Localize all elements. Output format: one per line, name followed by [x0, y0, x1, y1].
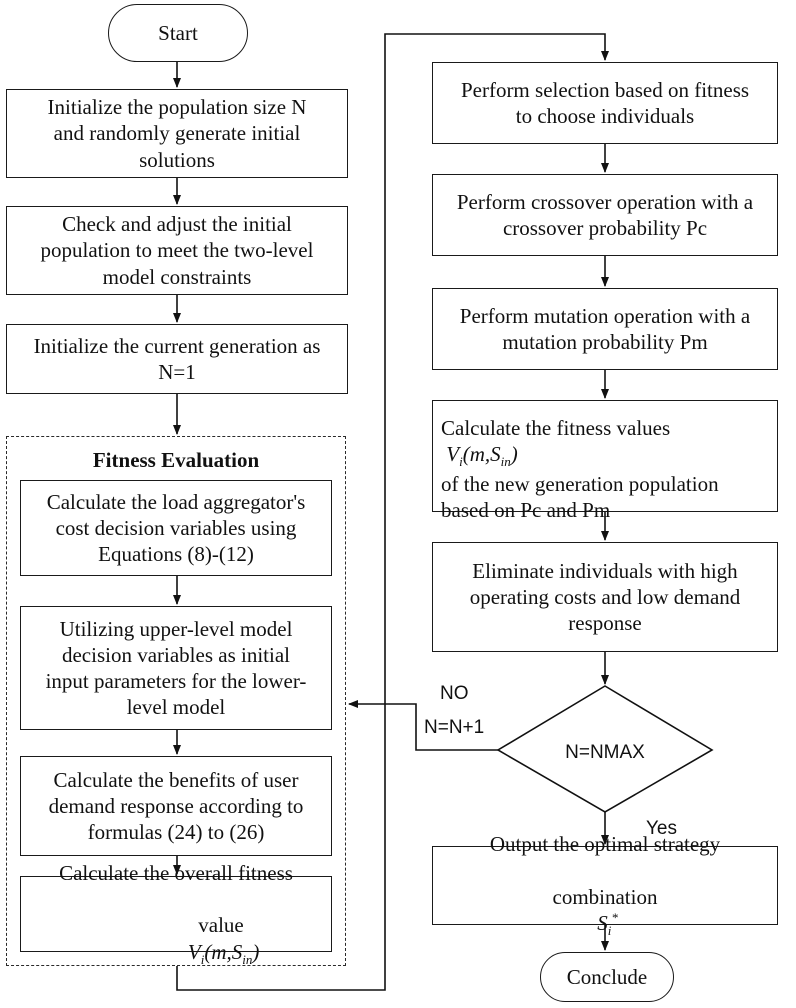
fitness-formula-2: Vi(m,Sin) — [441, 442, 518, 470]
optimal-strategy-symbol: Si* — [592, 910, 618, 939]
no-label: NO — [440, 683, 469, 704]
fitness-evaluation-title: Fitness Evaluation — [92, 448, 260, 472]
calc-values-line3: based on Pc and Pm — [441, 497, 611, 522]
selection-box: Perform selection based on fitness to ch… — [432, 62, 778, 144]
arrow-fitness-to-selection — [176, 33, 609, 991]
calc-values-line1: Calculate the fitness values — [441, 416, 671, 441]
output-line1: Output the optimal strategy — [489, 832, 721, 857]
conclude-terminal: Conclude — [540, 952, 674, 1002]
calc-overall-line2: value — [198, 913, 244, 938]
output-box: Output the optimal strategy combination … — [432, 832, 778, 938]
fitness-formula: Vi(m,Sin) — [182, 939, 260, 967]
yes-label: Yes — [646, 818, 677, 839]
output-line2: combination — [552, 884, 658, 909]
arrow-decision-loop-back — [348, 700, 498, 751]
decision-diamond — [496, 685, 714, 813]
eliminate-box: Eliminate individuals with high operatin… — [432, 542, 778, 652]
mutation-box: Perform mutation operation with a mutati… — [432, 288, 778, 370]
init-population-box: Initialize the population size N and ran… — [6, 89, 348, 178]
fitness-evaluation-group — [6, 436, 346, 966]
start-terminal: Start — [108, 4, 248, 62]
calc-overall-line2-wrap: value Vi(m,Sin) — [93, 886, 260, 968]
calc-overall-line1: Calculate the overall fitness — [59, 860, 293, 885]
output-line2-wrap: combination Si* — [553, 858, 658, 940]
calc-values-line2: of the new generation population — [441, 471, 719, 496]
calc-values-line1-wrap: Calculate the fitness values Vi(m,Sin) — [441, 389, 670, 471]
decision-label: N=NMAX — [565, 742, 645, 763]
check-adjust-box: Check and adjust the initial population … — [6, 206, 348, 295]
calc-benefits-box: Calculate the benefits of user demand re… — [20, 756, 332, 856]
upper-level-box: Utilizing upper-level model decision var… — [20, 606, 332, 730]
crossover-box: Perform crossover operation with a cross… — [432, 174, 778, 256]
increment-label: N=N+1 — [424, 717, 485, 738]
calc-cost-box: Calculate the load aggregator's cost dec… — [20, 480, 332, 576]
init-generation-box: Initialize the current generation as N=1 — [6, 324, 348, 394]
calc-values-box: Calculate the fitness values Vi(m,Sin) o… — [432, 400, 778, 522]
calc-overall-box: Calculate the overall fitness value Vi(m… — [20, 861, 332, 967]
